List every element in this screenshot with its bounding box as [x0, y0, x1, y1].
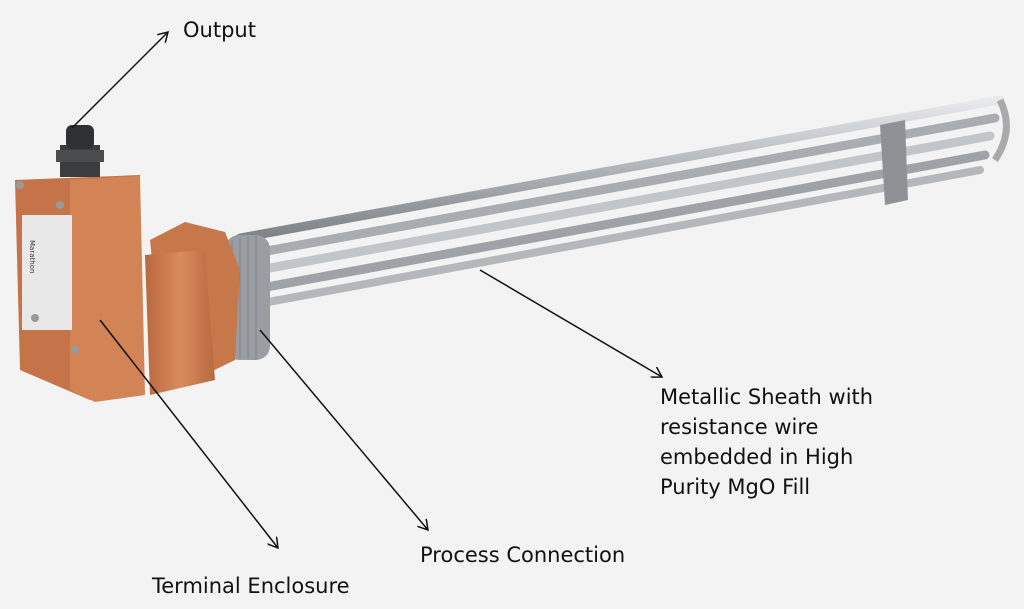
label-process-connection: Process Connection [420, 543, 626, 567]
sheath-line-3: embedded in High [660, 445, 854, 469]
cable-gland [56, 125, 104, 177]
sheath-arrow [479, 269, 662, 377]
label-terminal-enclosure: Terminal Enclosure [152, 574, 350, 598]
nameplate [22, 215, 72, 330]
label-output: Output [183, 18, 256, 42]
sheath-line-1: Metallic Sheath with [660, 385, 874, 409]
output-arrow [71, 32, 168, 129]
sheath-line-4: Purity MgO Fill [660, 475, 811, 499]
label-metallic-sheath: Metallic Sheath with resistance wire emb… [660, 382, 873, 502]
terminal-enclosure: Marathon [15, 125, 215, 402]
svg-text:Marathon: Marathon [28, 240, 36, 273]
process-connection-arrow [259, 329, 428, 530]
sheath-line-2: resistance wire [660, 415, 819, 439]
terminal-enclosure-arrow [99, 319, 278, 548]
support-baffle [880, 120, 908, 205]
